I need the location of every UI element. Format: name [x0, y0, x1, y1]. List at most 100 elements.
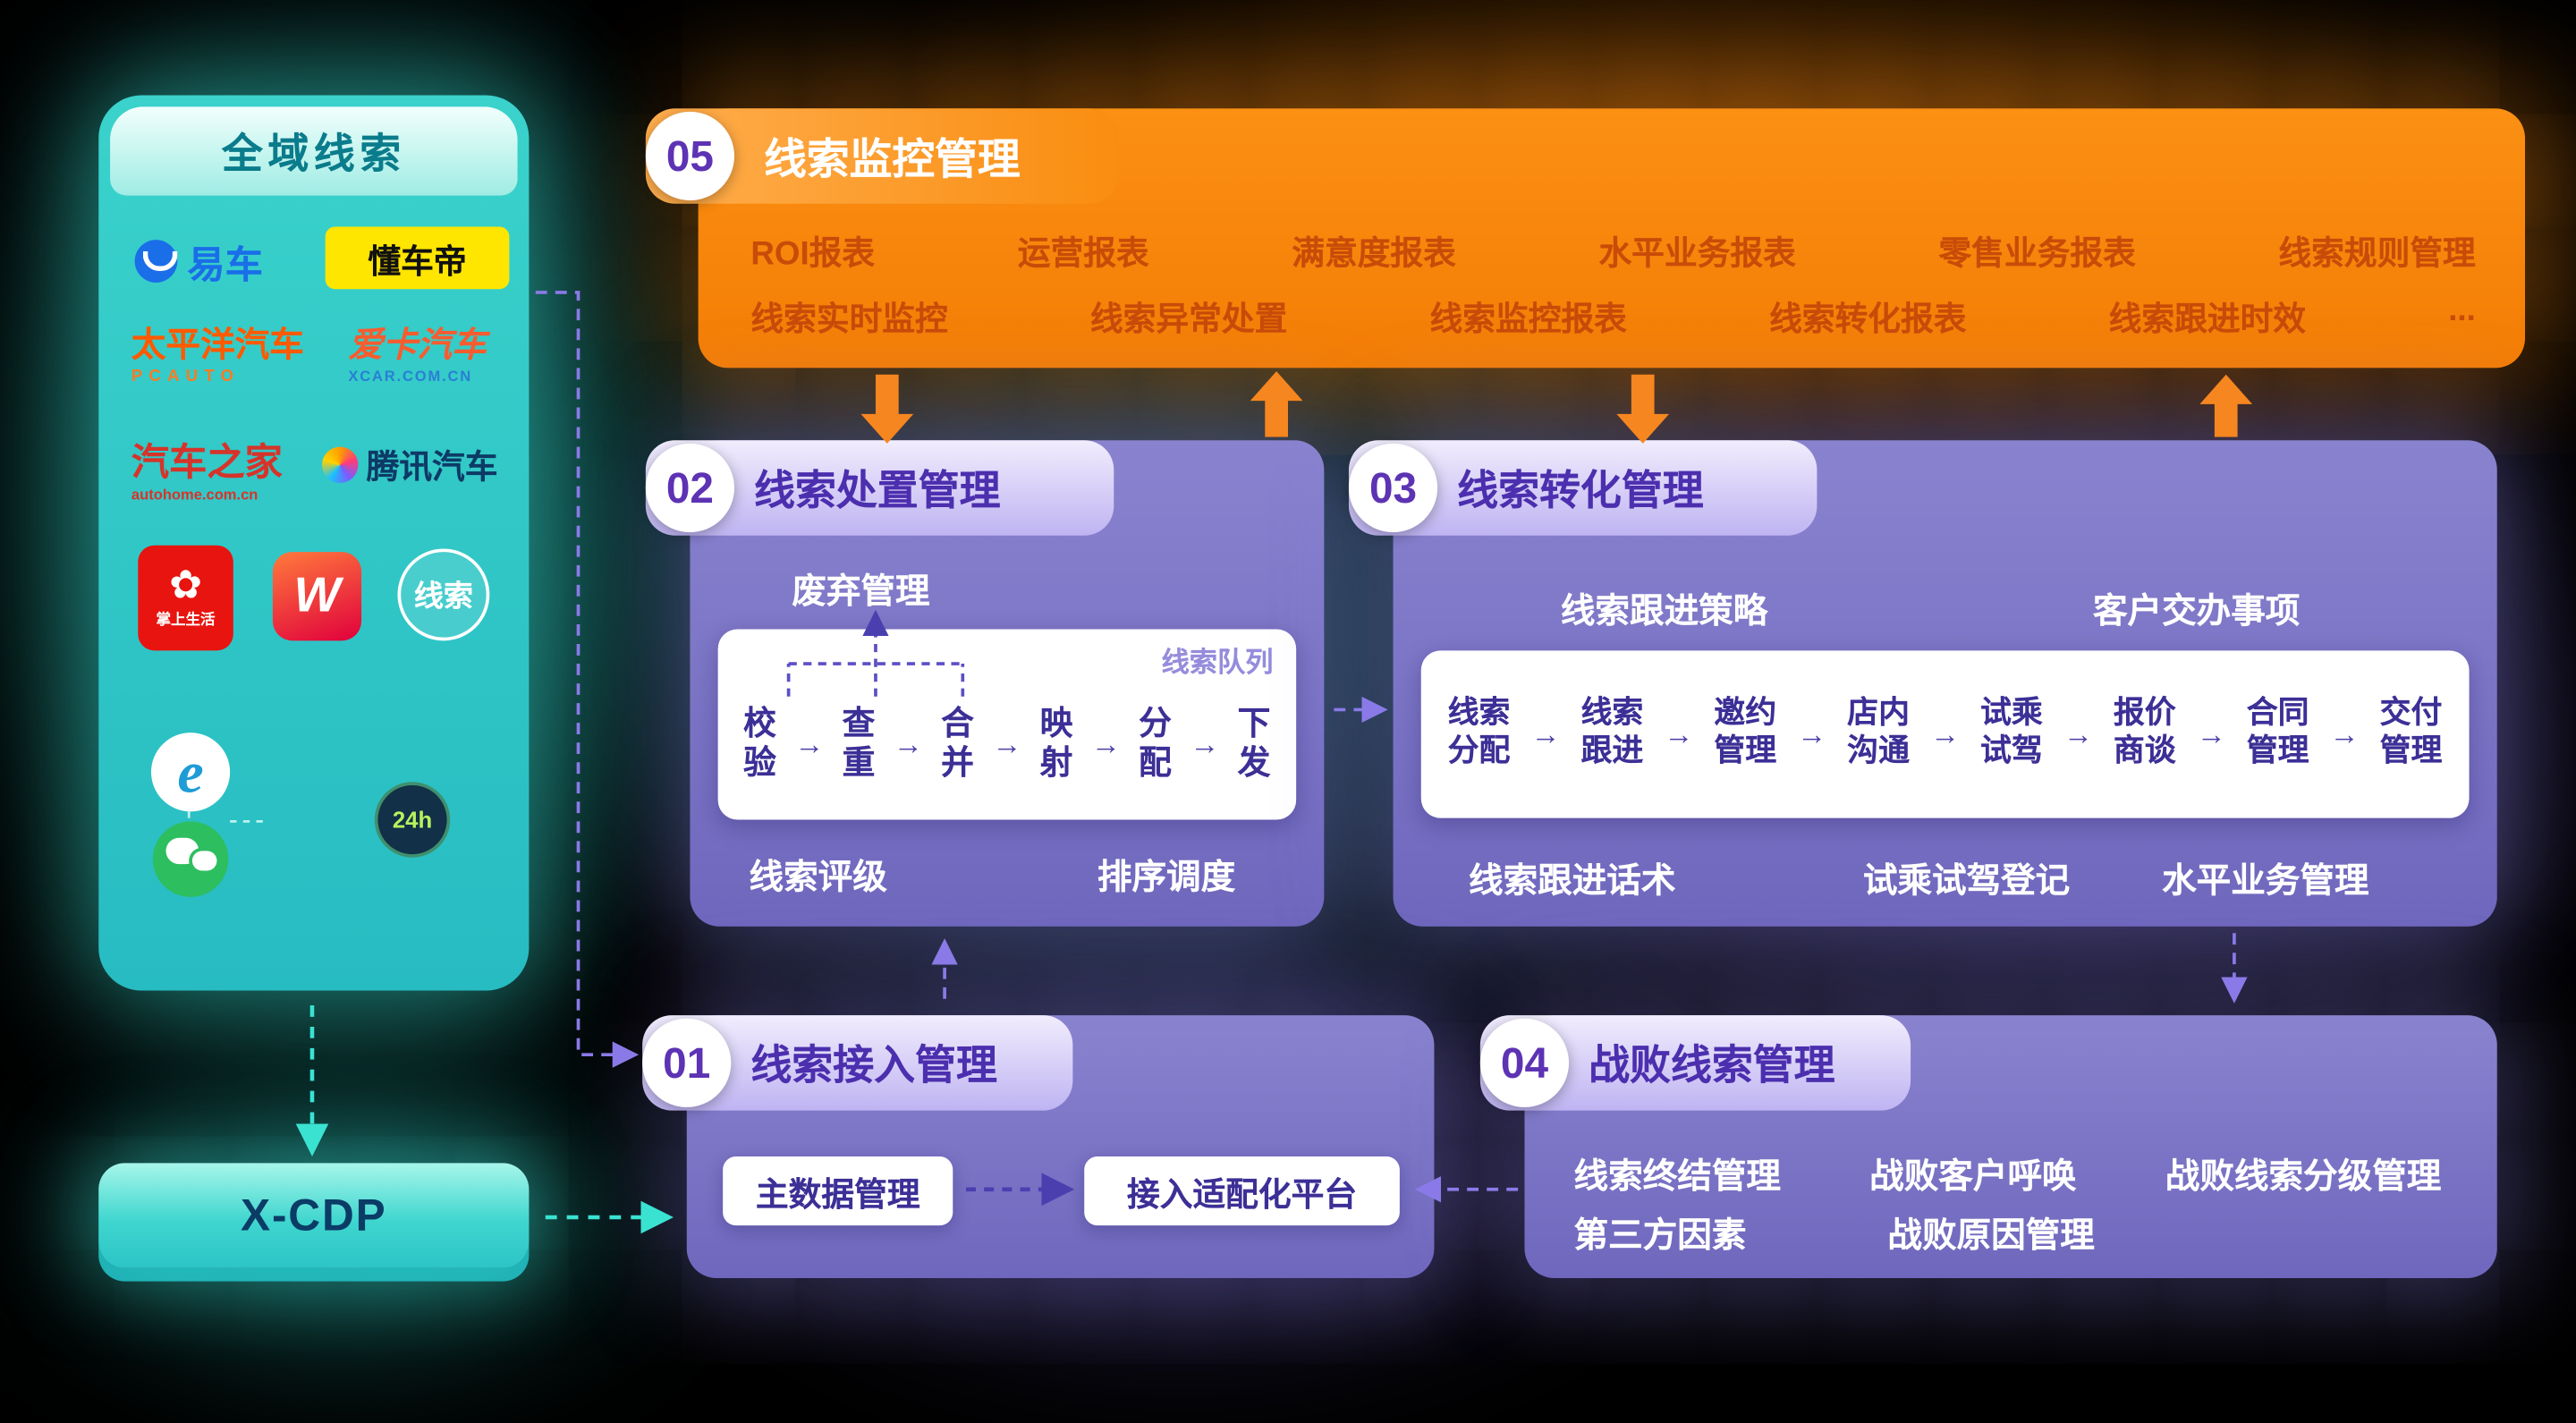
monitoring-item: 零售业务报表 — [1938, 236, 2136, 273]
orange-arrow-up-from-02 — [1250, 371, 1303, 437]
monitoring-item-ellipsis: ... — [2448, 292, 2476, 329]
lost-lead-item: 战败原因管理 — [1887, 1216, 2095, 1256]
logo-pcauto: 太平洋汽车 PCAUTO — [131, 318, 304, 386]
monitoring-item: 满意度报表 — [1292, 236, 1456, 273]
step-quote: 报价 商谈 — [2113, 697, 2176, 769]
route-source-to-01 — [535, 291, 640, 1068]
conversion-flow-box: 线索 分配 → 线索 跟进 → 邀约 管理 → 店内 沟通 → 试乘 试驾 → … — [1420, 650, 2470, 818]
arrow-right-icon: → — [1190, 726, 1220, 760]
arrow-right-icon: → — [1929, 716, 1961, 750]
24h-hotline-icon: 24h — [374, 782, 451, 858]
lost-lead-item: 战败线索分级管理 — [2165, 1157, 2442, 1197]
lead-rating-label: 线索评级 — [749, 859, 887, 897]
internet-explorer-icon: e — [150, 733, 231, 812]
step-lead-assign: 线索 分配 — [1447, 697, 1511, 769]
lost-lead-item: 第三方因素 — [1573, 1216, 1747, 1256]
panel-01-title: 线索接入管理 — [750, 1043, 997, 1089]
panel-02-badge: 02 — [645, 443, 735, 533]
source-panel-title: 全域线索 — [110, 106, 518, 196]
step-contract: 合同 管理 — [2246, 697, 2309, 769]
panel-04-title: 战败线索管理 — [1589, 1043, 1835, 1089]
panel-05-lead-monitoring: 线索监控管理 05 ROI报表 运营报表 满意度报表 水平业务报表 零售业务报表… — [645, 108, 2526, 368]
process-step-dedupe: 查 重 — [842, 706, 876, 783]
panel-03-lead-conversion: 线索转化管理 03 线索跟进策略 客户交办事项 线索 分配 → 线索 跟进 → … — [1348, 440, 2497, 927]
arrow-right-icon: → — [893, 726, 923, 760]
24h-label: 24h — [392, 806, 433, 834]
logo-w-app-label: W — [293, 568, 341, 623]
orange-arrow-down-to-03 — [1616, 374, 1670, 444]
step-testdrive: 试乘 试驾 — [1980, 697, 2043, 769]
process-step-map: 映 射 — [1039, 706, 1073, 783]
logo-zhangshang-shenghuo: ✿ 掌上生活 — [138, 545, 233, 651]
process-step-dispatch: 下 发 — [1237, 706, 1271, 783]
logo-tencent-auto-label: 腾讯汽车 — [366, 450, 498, 487]
arrow-right-icon: → — [992, 726, 1022, 760]
process-step-assign: 分 配 — [1139, 706, 1172, 783]
step-delivery: 交付 管理 — [2379, 697, 2443, 769]
orange-arrow-up-from-03 — [2199, 374, 2253, 437]
panel-02-title: 线索处置管理 — [754, 468, 1001, 514]
ie-letter: e — [177, 739, 204, 805]
panel-03-title: 线索转化管理 — [1457, 468, 1704, 514]
panel-05-row-1: ROI报表 运营报表 满意度报表 水平业务报表 零售业务报表 线索规则管理 — [750, 226, 2476, 274]
wechat-icon — [152, 821, 229, 897]
orange-arrow-down-to-02 — [860, 374, 914, 444]
panel-04-badge: 04 — [1479, 1018, 1570, 1107]
logo-yiche: 易车 — [134, 233, 263, 289]
panel-04-row-1: 线索终结管理 战败客户呼唤 战败线索分级管理 — [1574, 1150, 2442, 1199]
panel-04-lost-lead: 战败线索管理 04 线索终结管理 战败客户呼唤 战败线索分级管理 第三方因素 战… — [1479, 1015, 2497, 1278]
panel-02-lead-disposal: 线索处置管理 02 废弃管理 线索队列 校 验 → 查 重 → 合 并 → 映 … — [645, 440, 1325, 927]
logo-autohome: 汽车之家 autohome.com.cn — [131, 430, 283, 503]
xcdp-label: X-CDP — [241, 1190, 387, 1240]
flower-icon: ✿ — [169, 563, 203, 608]
monitoring-item: 线索跟进时效 — [2108, 301, 2307, 339]
monitoring-item: 线索实时监控 — [750, 301, 948, 339]
logo-pcauto-label: 太平洋汽车 — [131, 326, 304, 365]
monitoring-item: 线索规则管理 — [2278, 236, 2476, 273]
lost-lead-item: 战败客户呼唤 — [1869, 1157, 2077, 1197]
logo-zhangshang-shenghuo-label: 掌上生活 — [156, 611, 216, 628]
arrow-right-icon: → — [1530, 716, 1561, 750]
arrow-right-icon: → — [2329, 716, 2360, 750]
logo-autohome-sub: autohome.com.cn — [131, 486, 258, 504]
sorting-schedule-label: 排序调度 — [1097, 859, 1236, 897]
panel-05-title-pill: 线索监控管理 — [645, 108, 1119, 204]
logo-w-app: W — [272, 552, 362, 641]
logo-tencent-auto: 腾讯汽车 — [321, 440, 498, 487]
monitoring-item: 水平业务报表 — [1598, 236, 1796, 273]
xcdp-block: X-CDP — [98, 1163, 530, 1268]
omni-lead-source-panel: 全域线索 易车 懂车帝 太平洋汽车 PCAUTO 爱卡汽车 XCAR.COM.C… — [98, 95, 530, 991]
followup-strategy-label: 线索跟进策略 — [1560, 593, 1768, 631]
logo-xcar-sub: XCAR.COM.CN — [348, 368, 473, 385]
arrow-right-icon: → — [2063, 716, 2093, 750]
arrow-right-icon: → — [1090, 726, 1121, 760]
monitoring-item: 运营报表 — [1017, 236, 1149, 273]
process-step-verify: 校 验 — [743, 706, 776, 783]
panel-03-badge: 03 — [1348, 443, 1438, 533]
lead-queue-box: 线索队列 校 验 → 查 重 → 合 并 → 映 射 → 分 配 → 下 发 — [717, 629, 1297, 820]
step-invite: 邀约 管理 — [1714, 697, 1777, 769]
logo-lead-circle: 线索 — [397, 548, 490, 641]
logo-xcar: 爱卡汽车 XCAR.COM.CN — [348, 318, 487, 385]
followup-script-label: 线索跟进话术 — [1469, 862, 1676, 901]
yiche-icon — [134, 240, 178, 283]
conversion-steps: 线索 分配 → 线索 跟进 → 邀约 管理 → 店内 沟通 → 试乘 试驾 → … — [1437, 650, 2453, 817]
logo-autohome-label: 汽车之家 — [131, 440, 283, 483]
customer-tasks-label: 客户交办事项 — [2092, 593, 2301, 631]
panel-04-row-2: 第三方因素 战败原因管理 — [1574, 1209, 2095, 1258]
logo-yiche-label: 易车 — [187, 242, 263, 286]
tencent-auto-icon — [321, 445, 359, 483]
lead-queue-label: 线索队列 — [1161, 647, 1274, 679]
monitoring-item: 线索监控报表 — [1429, 301, 1627, 339]
testdrive-register-label: 试乘试驾登记 — [1862, 862, 2071, 901]
arrow-right-icon: → — [1664, 716, 1694, 750]
monitoring-item: 线索转化报表 — [1769, 301, 1967, 339]
panel-01-lead-access: 线索接入管理 01 主数据管理 接入适配化平台 — [642, 1015, 1435, 1278]
access-adapter-box: 接入适配化平台 — [1084, 1156, 1400, 1226]
logo-xcar-label: 爱卡汽车 — [348, 326, 487, 365]
logo-lead-circle-label: 线索 — [413, 580, 473, 614]
horizontal-business-label: 水平业务管理 — [2162, 862, 2369, 901]
panel-05-title: 线索监控管理 — [764, 133, 1021, 183]
arrow-right-icon: → — [2196, 716, 2226, 750]
